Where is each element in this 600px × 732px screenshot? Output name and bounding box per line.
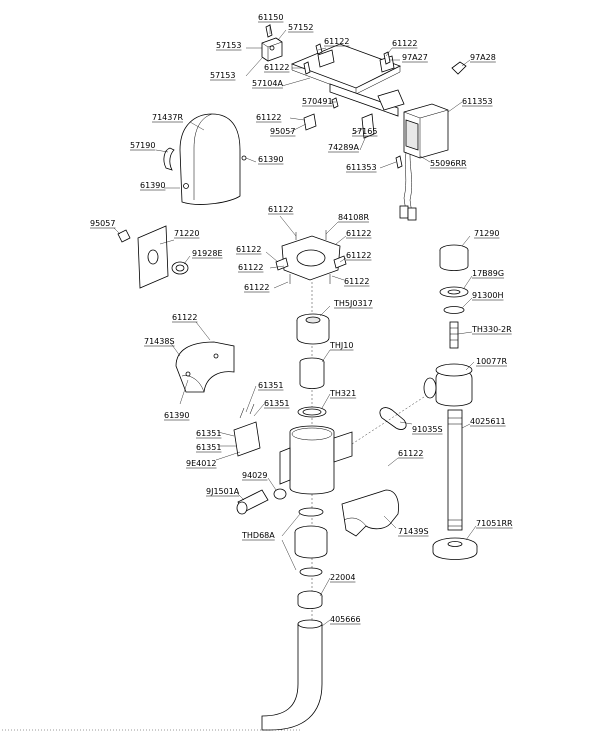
part-label-57153: 57153 [216,41,241,50]
part-label-71439s: 71439S [398,527,429,536]
part-label-570491: 570491 [302,97,333,106]
part-label-61122: 61122 [264,63,289,72]
wall-plate [117,225,189,289]
part-label-611353: 611353 [462,97,493,106]
part-label-61390: 61390 [140,181,165,190]
part-label-10077r: 10077R [476,357,507,366]
part-label-th5j0317: TH5J0317 [333,299,373,308]
part-label-57152: 57152 [288,23,313,32]
part-label-thj10: THJ10 [329,341,353,350]
part-label-611353: 611353 [346,163,377,172]
cover-housing [163,113,247,205]
vacuum-breaker-column [423,244,478,560]
valve-stack [233,282,451,731]
part-label-61122: 61122 [346,229,371,238]
part-label-61122: 61122 [324,37,349,46]
part-label-57190: 57190 [130,141,155,150]
part-label-74289a: 74289A [328,143,359,152]
part-label-61122: 61122 [236,245,261,254]
part-label-55096rr: 55096RR [430,159,467,168]
part-label-61351: 61351 [196,443,221,452]
part-label-95057: 95057 [90,219,115,228]
part-label-9e4012: 9E4012 [186,459,217,468]
part-label-61122: 61122 [268,205,293,214]
part-label-61122: 61122 [256,113,281,122]
part-labels: 61150 57152 57153 57153 61122 61122 61122 97A27… [90,13,513,625]
part-label-57153: 57153 [210,71,235,80]
left-shroud [175,341,235,393]
part-label-61122: 61122 [238,263,263,272]
part-label-91035s: 91035S [412,425,443,434]
sensor-bracket-assembly [261,24,467,221]
part-label-9j1501a: 9J1501A [206,487,240,496]
part-label-405666: 405666 [330,615,361,624]
part-label-57165: 57165 [352,127,377,136]
leader-lines [113,24,477,627]
right-shroud [341,489,399,537]
part-label-97a27: 97A27 [402,53,428,62]
part-label-57104a: 57104A [252,79,283,88]
part-label-71437r: 71437R [152,113,183,122]
part-label-71438s: 71438S [144,337,175,346]
part-label-61351: 61351 [258,381,283,390]
part-label-17b89g: 17B89G [472,269,504,278]
part-label-th321: TH321 [329,389,356,398]
part-label-61122: 61122 [346,251,371,260]
part-label-61351: 61351 [264,399,289,408]
part-label-84108r: 84108R [338,213,369,222]
part-label-61122: 61122 [344,277,369,286]
part-label-61351: 61351 [196,429,221,438]
part-label-61122: 61122 [398,449,423,458]
part-label-94029: 94029 [242,471,267,480]
part-label-61122: 61122 [244,283,269,292]
part-label-61390: 61390 [164,411,189,420]
part-label-61390: 61390 [258,155,283,164]
part-label-91928e: 91928E [192,249,223,258]
part-label-61122: 61122 [392,39,417,48]
part-label-thd68a: THD68A [241,531,275,540]
part-label-th330-2r: TH330-2R [471,325,512,334]
mounting-spider [275,230,347,284]
part-label-61122: 61122 [172,313,197,322]
part-label-95057: 95057 [270,127,295,136]
part-label-71290: 71290 [474,229,499,238]
part-label-61150: 61150 [258,13,283,22]
part-label-71051rr: 71051RR [476,519,513,528]
part-label-97a28: 97A28 [470,53,496,62]
part-label-22004: 22004 [330,573,355,582]
part-label-4025611: 4025611 [470,417,506,426]
part-label-91300h: 91300H [472,291,503,300]
part-label-71220: 71220 [174,229,199,238]
